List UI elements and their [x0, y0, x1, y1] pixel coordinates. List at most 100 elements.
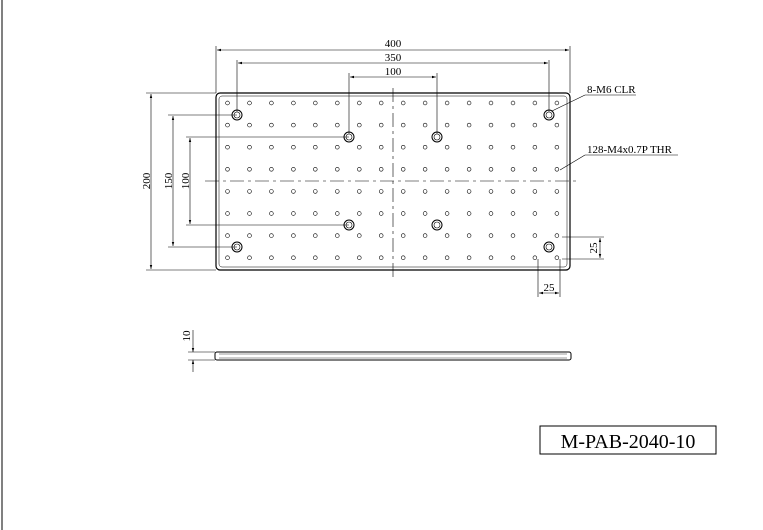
tapped-hole — [422, 122, 428, 128]
tapped-hole — [510, 189, 516, 194]
dim-25-vertical-label: 25 — [588, 242, 600, 254]
tapped-hole — [335, 100, 340, 106]
clearance-hole — [545, 111, 553, 119]
tapped-hole — [554, 100, 560, 106]
tapped-hole — [269, 211, 274, 216]
tapped-hole — [401, 189, 406, 194]
tapped-hole — [313, 233, 318, 238]
tapped-hole — [422, 145, 428, 150]
tapped-hole — [379, 122, 384, 128]
tapped-hole — [444, 100, 450, 106]
tapped-hole — [532, 167, 538, 172]
tapped-hole — [335, 233, 340, 238]
tapped-hole — [357, 211, 362, 216]
tapped-hole — [401, 255, 406, 260]
tapped-hole — [510, 233, 516, 238]
tapped-hole — [291, 145, 296, 150]
clearance-hole — [433, 133, 441, 141]
tapped-hole — [488, 167, 494, 172]
tapped-hole — [379, 100, 384, 106]
tapped-hole — [379, 255, 384, 260]
tapped-hole — [466, 100, 472, 106]
tapped-hole — [247, 211, 252, 216]
tapped-hole — [532, 189, 538, 194]
tapped-hole — [422, 189, 428, 194]
tapped-hole — [532, 145, 538, 150]
tapped-hole — [422, 211, 428, 216]
tapped-hole — [466, 189, 472, 194]
tapped-hole — [554, 167, 560, 172]
tapped-hole — [379, 189, 384, 194]
tapped-hole — [510, 145, 516, 150]
tapped-hole — [422, 255, 428, 260]
dim-100-left: 100 — [180, 136, 349, 226]
tapped-hole — [510, 100, 516, 106]
tapped-hole — [335, 122, 340, 128]
tapped-hole — [422, 100, 428, 106]
tapped-hole-grid — [225, 100, 560, 260]
tapped-hole — [225, 233, 230, 238]
tapped-hole — [510, 167, 516, 172]
dim-100-left-label: 100 — [180, 172, 192, 189]
dim-200-label: 200 — [141, 172, 153, 189]
tapped-hole — [247, 255, 252, 260]
tapped-hole — [291, 255, 296, 260]
tapped-hole — [444, 145, 450, 150]
tapped-hole — [532, 255, 538, 260]
tapped-hole — [466, 167, 472, 172]
dim-10-label: 10 — [181, 330, 193, 342]
tapped-hole — [379, 167, 384, 172]
tapped-hole — [247, 233, 252, 238]
tapped-hole — [401, 211, 406, 216]
clearance-hole — [433, 221, 441, 229]
tapped-hole — [554, 211, 560, 216]
dim-25-horizontal: 25 — [537, 259, 561, 297]
tapped-hole — [357, 233, 362, 238]
clearance-hole — [431, 219, 443, 231]
tapped-hole — [444, 233, 450, 238]
tapped-hole — [269, 145, 274, 150]
tapped-hole — [444, 122, 450, 128]
tapped-hole — [532, 211, 538, 216]
tapped-hole — [269, 189, 274, 194]
tapped-hole — [466, 233, 472, 238]
tapped-hole — [335, 189, 340, 194]
tapped-hole — [532, 100, 538, 106]
tapped-hole — [466, 145, 472, 150]
tapped-hole — [510, 211, 516, 216]
callout-clearance: 8-M6 CLR — [551, 84, 636, 112]
tapped-hole — [269, 167, 274, 172]
clearance-hole — [545, 243, 553, 251]
tapped-hole — [422, 233, 428, 238]
tapped-hole — [335, 255, 340, 260]
dim-150-label: 150 — [163, 172, 175, 189]
tapped-hole — [225, 255, 230, 260]
dim-350: 350 — [236, 52, 550, 112]
tapped-hole — [401, 122, 406, 128]
tapped-hole — [532, 233, 538, 238]
tapped-hole — [291, 233, 296, 238]
tapped-hole — [269, 233, 274, 238]
tapped-hole — [247, 122, 252, 128]
tapped-hole — [488, 211, 494, 216]
callout-clearance-label: 8-M6 CLR — [587, 84, 636, 96]
tapped-hole — [444, 189, 450, 194]
tapped-hole — [488, 100, 494, 106]
part-number-label: M-PAB-2040-10 — [561, 431, 696, 453]
tapped-hole — [247, 100, 252, 106]
tapped-hole — [225, 189, 230, 194]
tapped-hole — [401, 233, 406, 238]
tapped-hole — [422, 167, 428, 172]
tapped-hole — [313, 255, 318, 260]
tapped-hole — [313, 145, 318, 150]
tapped-hole — [313, 100, 318, 106]
dim-400-label: 400 — [385, 38, 402, 50]
tapped-hole — [554, 233, 560, 238]
tapped-hole — [269, 255, 274, 260]
tapped-hole — [488, 122, 494, 128]
tapped-hole — [335, 211, 340, 216]
tapped-hole — [269, 122, 274, 128]
tapped-hole — [225, 211, 230, 216]
tapped-hole — [488, 145, 494, 150]
tapped-hole — [269, 100, 274, 106]
